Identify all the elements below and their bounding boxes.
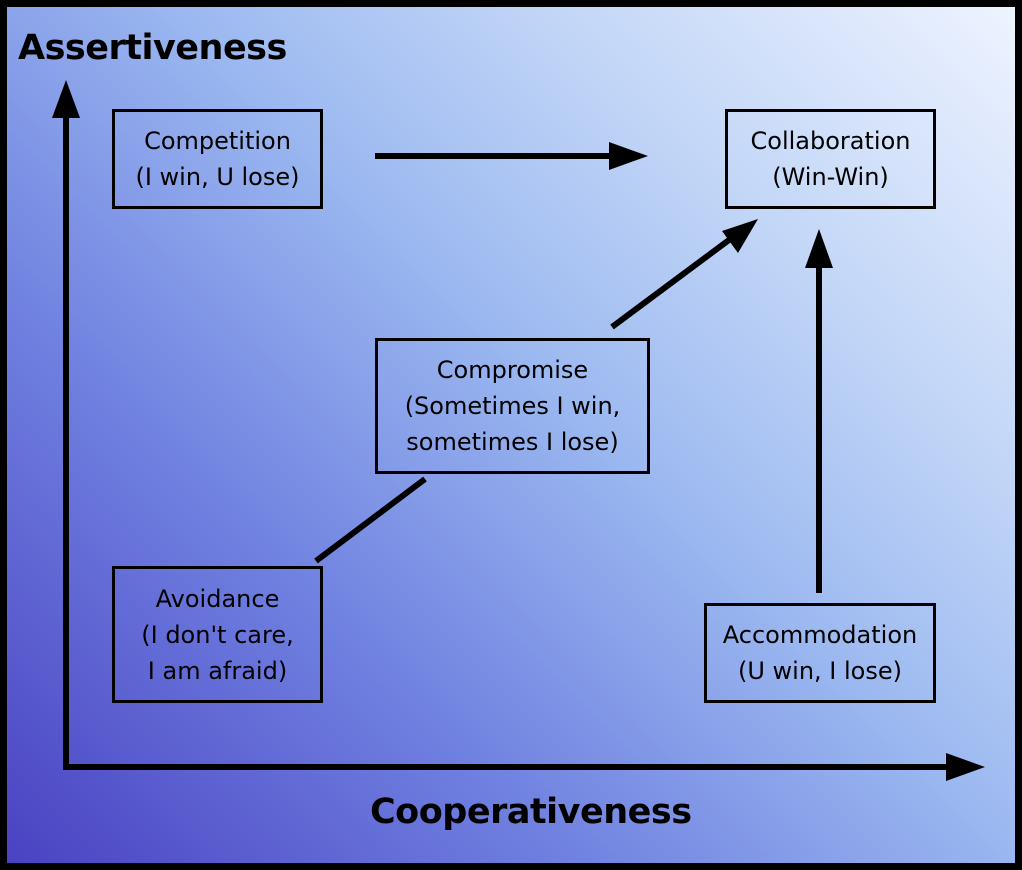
compromise-subtitle-line2: sometimes I lose) — [406, 428, 619, 456]
accommodation-subtitle: (U win, I lose) — [737, 657, 902, 685]
x-axis-arrowhead — [946, 753, 985, 781]
accommodation-title: Accommodation — [722, 621, 918, 649]
compromise-box: Compromise (Sometimes I win, sometimes I… — [375, 338, 650, 474]
line-avoidance-to-compromise — [314, 476, 427, 564]
competition-subtitle: (I win, U lose) — [135, 163, 300, 191]
collaboration-box: Collaboration (Win-Win) — [725, 109, 936, 209]
collaboration-title: Collaboration — [750, 127, 911, 155]
x-axis-label: Cooperativeness — [370, 792, 692, 832]
avoidance-subtitle-line1: (I don't care, — [141, 620, 294, 649]
avoidance-title: Avoidance — [155, 584, 280, 613]
accommodation-box: Accommodation (U win, I lose) — [704, 603, 936, 703]
arrow-compromise-to-collaboration — [610, 234, 735, 330]
avoidance-subtitle-line2: I am afraid) — [147, 656, 288, 685]
compromise-title: Compromise — [436, 356, 589, 384]
y-axis-arrowhead — [52, 80, 80, 118]
competition-box: Competition (I win, U lose) — [112, 109, 323, 209]
compromise-subtitle-line1: (Sometimes I win, — [404, 392, 621, 420]
competition-title: Competition — [144, 127, 291, 155]
arrowhead-accommodation-to-collaboration — [805, 229, 833, 268]
arrowhead-competition-to-collaboration — [609, 142, 648, 170]
y-axis-label: Assertiveness — [18, 28, 287, 68]
collaboration-subtitle: (Win-Win) — [772, 163, 889, 191]
arrowhead-compromise-to-collaboration — [722, 219, 758, 253]
avoidance-box: Avoidance (I don't care, I am afraid) — [112, 566, 323, 703]
